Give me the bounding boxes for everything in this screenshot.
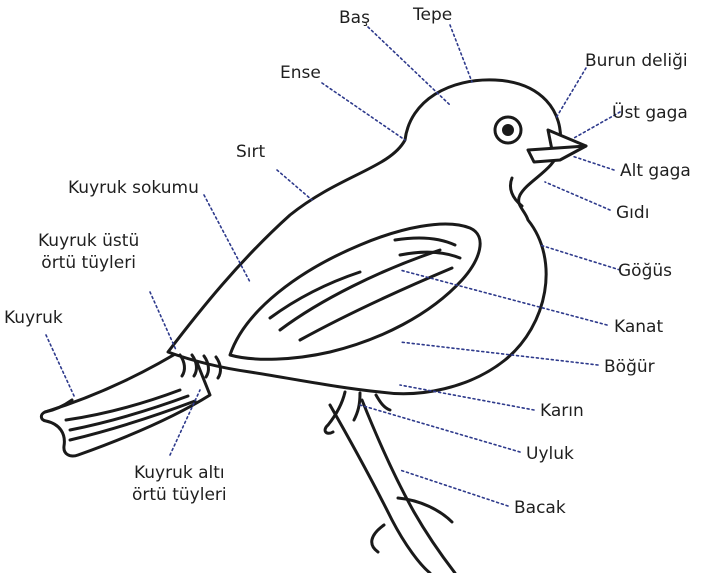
label-uyluk: Uyluk	[526, 443, 574, 465]
label-ust-gaga: Üst gaga	[612, 102, 688, 124]
label-bogur: Böğür	[604, 356, 655, 378]
label-bas: Baş	[339, 7, 370, 29]
label-kuyruk-alti-line2: örtü tüyleri	[132, 484, 227, 506]
label-ense: Ense	[280, 62, 321, 84]
label-kuyruk-ustu-line1: Kuyruk üstü	[38, 230, 139, 252]
label-burun-deligi: Burun deliği	[585, 50, 688, 72]
label-karin: Karın	[540, 400, 584, 422]
label-kanat: Kanat	[614, 316, 663, 338]
label-kuyruk-alti-line1: Kuyruk altı	[132, 462, 227, 484]
label-kuyruk: Kuyruk	[4, 307, 63, 329]
label-sirt: Sırt	[236, 141, 265, 163]
label-bacak: Bacak	[514, 497, 566, 519]
label-kuyruk-ustu-ortu-tuyleri: Kuyruk üstü örtü tüyleri	[38, 230, 139, 274]
label-alt-gaga: Alt gaga	[620, 160, 691, 182]
label-kuyruk-alti-ortu-tuyleri: Kuyruk altı örtü tüyleri	[132, 462, 227, 506]
label-kuyruk-ustu-line2: örtü tüyleri	[38, 252, 139, 274]
label-kuyruk-sokumu: Kuyruk sokumu	[68, 177, 199, 199]
branch	[330, 400, 455, 573]
label-gidi: Gıdı	[616, 202, 649, 224]
label-tepe: Tepe	[413, 4, 452, 26]
eye	[495, 117, 521, 143]
label-gogus: Göğüs	[618, 260, 672, 282]
